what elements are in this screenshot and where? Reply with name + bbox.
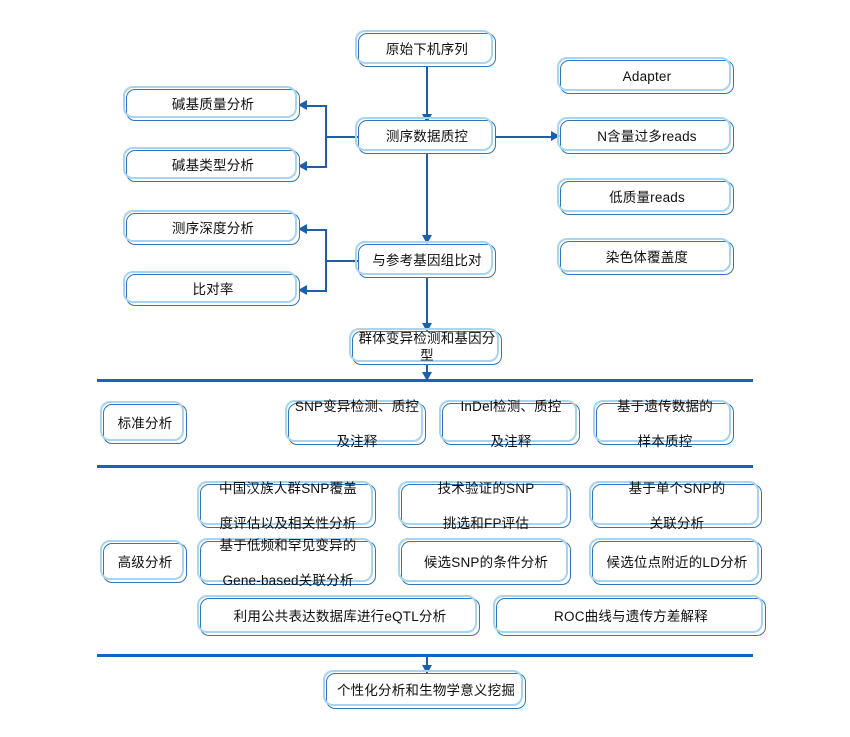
box-advanced-roc[interactable]: ROC曲线与遗传方差解释 [493, 595, 766, 636]
box-advanced-eqtl[interactable]: 利用公共表达数据库进行eQTL分析 [197, 595, 480, 636]
box-variant-calling-label: 群体变异检测和基因分型 [358, 331, 496, 363]
box-advanced-han-snp-coverage-label: 中国汉族人群SNP覆盖 度评估以及相关性分析 [219, 480, 357, 531]
box-chromosome-coverage[interactable]: 染色体覆盖度 [557, 238, 734, 275]
box-advanced-single-snp-assoc[interactable]: 基于单个SNP的 关联分析 [589, 481, 762, 531]
box-standard-indel[interactable]: InDel检测、质控 及注释 [439, 399, 580, 449]
box-qc[interactable]: 测序数据质控 [355, 117, 496, 154]
arrowhead-advanced-to-final [421, 665, 432, 674]
box-filtered-n-reads[interactable]: N含量过多reads [557, 117, 734, 154]
connector-align-to-variant [426, 278, 428, 326]
box-advanced-ld-analysis-label: 候选位点附近的LD分析 [606, 554, 748, 570]
box-sequencing-depth-analysis-label: 测序深度分析 [171, 220, 255, 236]
section-label-standard-analysis[interactable]: 标准分析 [100, 401, 187, 444]
separator-advanced-bottom [97, 654, 753, 657]
box-final-personalized-analysis-label: 个性化分析和生物学意义挖掘 [336, 682, 516, 698]
section-label-advanced-analysis[interactable]: 高级分析 [100, 540, 187, 583]
box-alignment-label: 与参考基因组比对 [372, 252, 482, 268]
box-advanced-han-snp-coverage[interactable]: 中国汉族人群SNP覆盖 度评估以及相关性分析 [197, 481, 376, 531]
arrowhead-align-to-depth [298, 223, 307, 234]
box-filtered-n-reads-label: N含量过多reads [597, 128, 697, 144]
box-alignment-rate-label: 比对率 [192, 281, 234, 297]
box-qc-label: 测序数据质控 [385, 128, 469, 144]
box-advanced-validated-snp[interactable]: 技术验证的SNP 挑选和FP评估 [398, 481, 571, 531]
connector-align-bracket-stub [325, 260, 358, 262]
box-final-personalized-analysis[interactable]: 个性化分析和生物学意义挖掘 [323, 670, 526, 709]
box-base-type-analysis-label: 碱基类型分析 [171, 157, 255, 173]
arrowhead-qc-to-basetype [298, 160, 307, 171]
box-alignment[interactable]: 与参考基因组比对 [355, 241, 496, 278]
box-filtered-low-quality-reads-label: 低质量reads [609, 189, 685, 205]
connector-raw-to-qc [426, 67, 428, 117]
arrowhead-align-to-rate [298, 284, 307, 295]
box-sequencing-depth-analysis[interactable]: 测序深度分析 [123, 210, 300, 245]
connector-align-to-rate [306, 290, 327, 292]
box-advanced-single-snp-assoc-label: 基于单个SNP的 关联分析 [628, 480, 726, 531]
box-raw-sequence-label: 原始下机序列 [385, 41, 469, 57]
box-raw-sequence[interactable]: 原始下机序列 [355, 30, 496, 67]
box-advanced-ld-analysis[interactable]: 候选位点附近的LD分析 [589, 538, 762, 585]
connector-qc-to-basequality [306, 105, 327, 107]
box-filtered-adapter-label: Adapter [622, 68, 672, 84]
box-standard-snp-label: SNP变异检测、质控 及注释 [294, 398, 420, 449]
box-standard-sample-qc-label: 基于遗传数据的 样本质控 [617, 398, 713, 449]
connector-qc-bracket-trunk [325, 105, 327, 168]
box-alignment-rate[interactable]: 比对率 [123, 271, 300, 306]
box-advanced-gene-based-label: 基于低频和罕见变异的 Gene-based关联分析 [219, 537, 357, 588]
box-advanced-conditional-snp[interactable]: 候选SNP的条件分析 [398, 538, 571, 585]
connector-qc-to-basetype [306, 166, 327, 168]
box-filtered-low-quality-reads[interactable]: 低质量reads [557, 178, 734, 215]
arrowhead-qc-to-filtered-reads [551, 130, 560, 141]
connector-qc-bracket-stub [325, 136, 358, 138]
box-base-type-analysis[interactable]: 碱基类型分析 [123, 147, 300, 182]
box-base-quality-analysis[interactable]: 碱基质量分析 [123, 86, 300, 121]
arrowhead-variant-to-standard [421, 372, 432, 381]
arrowhead-raw-to-qc [421, 114, 432, 123]
box-variant-calling[interactable]: 群体变异检测和基因分型 [349, 328, 502, 365]
separator-standard-bottom [97, 465, 753, 468]
connector-qc-to-alignment [426, 154, 428, 238]
connector-qc-to-filtered-reads [496, 136, 553, 138]
box-standard-sample-qc[interactable]: 基于遗传数据的 样本质控 [593, 399, 734, 449]
connector-align-to-depth [306, 229, 327, 231]
box-advanced-gene-based[interactable]: 基于低频和罕见变异的 Gene-based关联分析 [197, 538, 376, 588]
box-chromosome-coverage-label: 染色体覆盖度 [605, 249, 689, 265]
box-base-quality-analysis-label: 碱基质量分析 [171, 96, 255, 112]
box-filtered-adapter[interactable]: Adapter [557, 57, 734, 94]
box-standard-indel-label: InDel检测、质控 及注释 [460, 398, 562, 449]
box-advanced-conditional-snp-label: 候选SNP的条件分析 [423, 554, 549, 570]
section-label-standard-analysis-text: 标准分析 [117, 415, 173, 431]
arrowhead-qc-to-basequality [298, 99, 307, 110]
arrowhead-qc-to-alignment [421, 235, 432, 244]
box-advanced-eqtl-label: 利用公共表达数据库进行eQTL分析 [233, 608, 447, 624]
arrowhead-align-to-variant [421, 323, 432, 332]
section-label-advanced-analysis-text: 高级分析 [117, 554, 173, 570]
connector-align-bracket-trunk [325, 229, 327, 292]
box-advanced-validated-snp-label: 技术验证的SNP 挑选和FP评估 [437, 480, 535, 531]
box-advanced-roc-label: ROC曲线与遗传方差解释 [554, 608, 708, 624]
box-standard-snp[interactable]: SNP变异检测、质控 及注释 [285, 399, 426, 449]
